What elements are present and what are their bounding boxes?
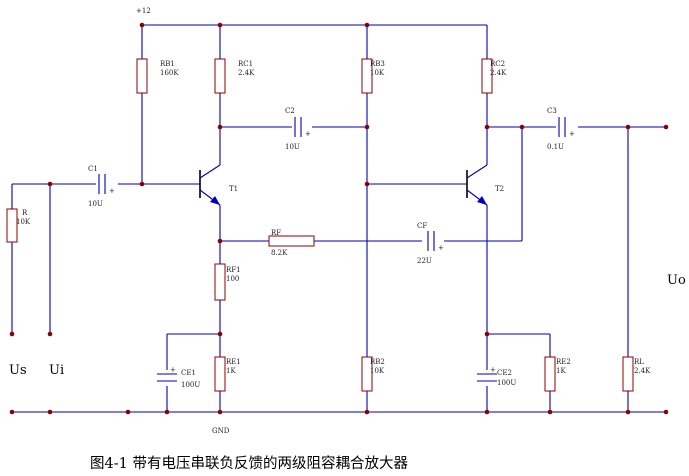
re1-value: 1K: [226, 367, 236, 375]
capacitor-ce2: +: [477, 366, 497, 386]
ce2-name: CE2: [497, 369, 512, 377]
resistor-re2: [544, 356, 556, 392]
cf-name: CF: [417, 222, 427, 230]
uo-label: Uo: [667, 273, 686, 288]
rb3-name: RB3: [370, 60, 385, 68]
rb2-name: RB2: [370, 358, 385, 366]
t2-label: T2: [495, 185, 504, 193]
rf-value: 8.2K: [271, 249, 288, 257]
c3-name: C3: [547, 107, 557, 115]
transistor-t1: [199, 164, 221, 206]
capacitor-c2: +: [292, 117, 312, 138]
c1-value: 10U: [88, 200, 103, 208]
svg-text:+: +: [490, 366, 496, 374]
us-label: Us: [9, 363, 27, 378]
re2-name: RE2: [556, 358, 571, 366]
rb3-value: 10K: [370, 69, 385, 77]
rb2-value: 10K: [370, 367, 385, 375]
c2-value: 10U: [285, 143, 300, 151]
svg-text:+: +: [109, 187, 115, 195]
resistor-rb1: [136, 58, 148, 94]
transistor-t2: [466, 164, 488, 206]
svg-text:+: +: [170, 366, 176, 374]
svg-text:+: +: [569, 130, 575, 138]
rc1-name: RC1: [238, 60, 253, 68]
r-name: R: [22, 209, 28, 217]
wires: [11, 24, 666, 413]
rl-name: RL: [634, 358, 644, 366]
gnd-label: GND: [212, 427, 230, 435]
rc2-value: 2.4K: [490, 69, 507, 77]
re1-name: RE1: [226, 358, 241, 366]
svg-text:+: +: [438, 244, 444, 252]
svg-text:+: +: [305, 130, 311, 138]
capacitor-ce1: +: [157, 366, 177, 386]
resistor-re1: [214, 356, 226, 392]
rf1-name: RF1: [226, 266, 241, 274]
resistor-r: [6, 208, 18, 243]
rf1-value: 100: [226, 275, 239, 283]
resistor-rc1: [214, 58, 226, 94]
rl-value: 2.4K: [634, 367, 651, 375]
c3-value: 0.1U: [547, 143, 564, 151]
re2-value: 1K: [556, 367, 566, 375]
resistor-rb3: [361, 58, 373, 94]
resistor-rc2: [481, 58, 493, 94]
capacitor-c3: +: [556, 117, 578, 138]
cf-value: 22U: [417, 257, 432, 265]
rb1-name: RB1: [160, 60, 175, 68]
rc1-value: 2.4K: [238, 69, 255, 77]
figure-caption: 图4-1 带有电压串联负反馈的两级阻容耦合放大器: [90, 456, 408, 472]
resistor-rf: [268, 235, 315, 247]
capacitor-c1: +: [96, 174, 118, 195]
rb1-value: 160K: [160, 69, 179, 77]
resistor-rb2: [361, 356, 373, 392]
vcc-label: +12: [136, 7, 151, 15]
ui-label: Ui: [49, 363, 64, 378]
rc2-name: RC2: [490, 60, 505, 68]
capacitor-cf: +: [422, 231, 444, 252]
resistor-rl: [622, 356, 634, 392]
t1-label: T1: [229, 185, 238, 193]
c2-name: C2: [285, 107, 295, 115]
ce1-value: 100U: [181, 381, 200, 389]
ce2-value: 100U: [497, 379, 516, 387]
r-value: 10K: [16, 218, 31, 226]
rf-name: RF: [271, 229, 281, 237]
c1-name: C1: [88, 165, 98, 173]
ce1-name: CE1: [181, 369, 196, 377]
resistor-rf1: [214, 263, 226, 301]
junction-dots: [9, 22, 669, 415]
